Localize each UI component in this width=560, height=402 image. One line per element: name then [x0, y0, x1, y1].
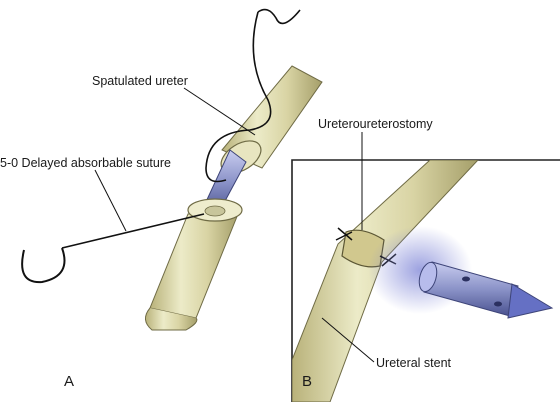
suture-thread [61, 213, 205, 249]
leader-spatulated-ureter [183, 87, 256, 136]
lower-ureter [149, 213, 239, 319]
needle [21, 247, 66, 284]
panel-label-a: A [64, 373, 75, 390]
label-ureteroureterostomy: Ureteroureterostomy [318, 117, 433, 131]
suture-loop [205, 11, 272, 183]
leader-ureteral-stent [321, 317, 375, 363]
panel-label-b: B [302, 373, 313, 390]
label-suture: 5-0 Delayed absorbable suture [0, 156, 171, 170]
suture-knot-left [335, 227, 353, 241]
leader-suture [94, 169, 127, 232]
panel-a-illustration [21, 8, 323, 331]
joined-ureter [292, 160, 479, 402]
panel-b-illustration [292, 160, 554, 402]
lower-ureter-cut [145, 307, 198, 331]
stent-tip [507, 283, 554, 319]
label-spatulated-ureter: Spatulated ureter [92, 74, 188, 88]
label-ureteral-stent: Ureteral stent [376, 356, 452, 370]
